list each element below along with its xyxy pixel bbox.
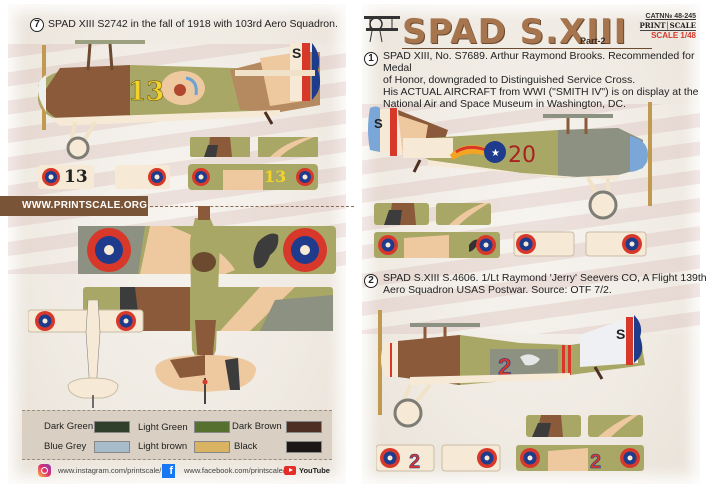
roundel-icon (148, 168, 166, 186)
legend-label: Light brown (138, 441, 188, 452)
caption-line: National Air and Space Museum in Washing… (383, 98, 626, 110)
legend-label: Dark Brown (232, 421, 282, 432)
caption-line: His ACTUAL AIRCRAFT from WWI ("SMITH IV"… (383, 86, 699, 98)
profile-7-side-view: S 13 (38, 40, 321, 160)
profile-1-decals (374, 203, 647, 258)
catalog-block: CATN№ 48-245 PRINT│SCALE SCALE 1/48 (639, 12, 696, 40)
scale-label: SCALE 1/48 (651, 31, 696, 40)
profile-1-side-view: S ★ 20 (368, 102, 652, 220)
decal-lower-wing: 13 (188, 164, 318, 190)
legend-swatch-blue-grey (94, 441, 130, 453)
youtube-link[interactable]: YouTube (299, 466, 330, 475)
facebook-link[interactable]: www.facebook.com/printscale/ (184, 466, 285, 475)
tail-letter: S (292, 45, 301, 61)
page-title: SPAD S.XIII (402, 12, 628, 52)
side-number: 2 (498, 354, 511, 381)
roundel-icon (42, 168, 60, 186)
biplane-logo-icon (364, 16, 400, 43)
legend-swatch-light-brown (194, 441, 230, 453)
profile-7-camo-panels (190, 137, 318, 157)
decal-number: 13 (264, 167, 287, 186)
brand-logo: PRINT│SCALE (639, 21, 696, 31)
caption-line: SPAD S.XIII S.4606. 1/Lt Raymond 'Jerry'… (383, 272, 707, 284)
legend-swatch-dark-green (94, 421, 130, 433)
profile-1-caption: 1 SPAD XIII, No. S7689. Arthur Raymond B… (364, 50, 708, 110)
tail-letter: S (616, 326, 625, 342)
catalog-number: CATN№ 48-245 (645, 13, 696, 20)
tail-letter: S (374, 116, 383, 131)
caption-line: SPAD XIII, No. S7689. Arthur Raymond Bro… (383, 50, 695, 74)
decal-number: 2 (590, 451, 601, 473)
color-legend: Dark Green Light Green Dark Brown Blue G… (22, 410, 332, 460)
legend-swatch-dark-brown (286, 421, 322, 433)
left-decal-page: 7 SPAD XIII S2742 in the fall of 1918 wit… (0, 4, 354, 484)
side-number: 13 (128, 77, 164, 107)
profile-2-decals: 2 2 (376, 415, 644, 473)
profile-2-side-view: S 2 (378, 310, 645, 428)
caption-line: Aero Squadron USAS Postwar. Source: OTF … (383, 284, 612, 296)
youtube-icon[interactable] (284, 466, 296, 475)
title-underline (402, 48, 652, 49)
decal-fuselage-number-left: 13 (38, 165, 94, 189)
top-view-camouflage (78, 206, 336, 404)
profile-2-caption: 2 SPAD S.XIII S.4606. 1/Lt Raymond 'Jerr… (364, 272, 707, 296)
legend-label: Black (234, 441, 258, 452)
cut-line-divider (150, 206, 354, 207)
part-label: Part-2 (580, 36, 606, 46)
caption-line: of Honor, downgraded to Distinguished Se… (383, 74, 636, 86)
instagram-link[interactable]: www.instagram.com/printscale/ (58, 466, 162, 475)
legend-swatch-black (286, 441, 322, 453)
legend-label: Blue Grey (44, 441, 87, 452)
decal-number: 13 (64, 167, 88, 187)
roundel-icon (192, 168, 210, 186)
bottom-view-cream (28, 300, 144, 408)
legend-label: Light Green (138, 422, 188, 433)
profile-number-badge: 2 (364, 274, 378, 288)
right-decal-page: SPAD S.XIII Part-2 CATN№ 48-245 PRINT│SC… (354, 0, 708, 501)
legend-swatch-light-green (194, 421, 230, 433)
title-block: SPAD S.XIII Part-2 CATN№ 48-245 PRINT│SC… (362, 10, 702, 52)
profile-7-caption: 7 SPAD XIII S2742 in the fall of 1918 wit… (30, 18, 338, 32)
instagram-icon[interactable] (38, 464, 51, 477)
profile-number-badge: 1 (364, 52, 378, 66)
legend-label: Dark Green (44, 421, 94, 432)
social-links: www.instagram.com/printscale/ f www.face… (38, 464, 330, 478)
website-banner[interactable]: WWW.PRINTSCALE.ORG (0, 196, 148, 216)
profile-7-caption-text: SPAD XIII S2742 in the fall of 1918 with… (48, 18, 338, 30)
decal-fuselage-right (115, 165, 170, 189)
roundel-icon (296, 168, 314, 186)
facebook-icon[interactable]: f (162, 464, 175, 478)
svg-text:★: ★ (491, 148, 500, 159)
profile-number-badge: 7 (30, 18, 44, 32)
side-number: 20 (508, 143, 536, 168)
decal-number: 2 (409, 451, 420, 473)
